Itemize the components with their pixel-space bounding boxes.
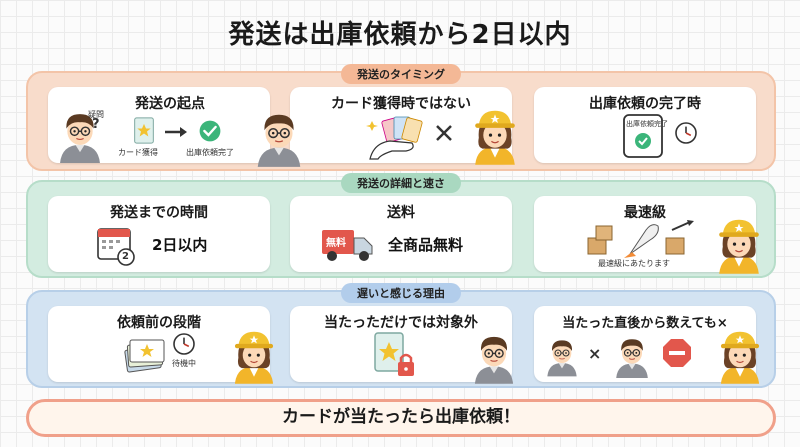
card-title: 出庫依頼の完了時	[589, 96, 701, 112]
card-title: 依頼前の段階	[117, 315, 201, 331]
question-mark: ?	[92, 117, 100, 132]
fastest-caption: 最速級にあたります	[598, 259, 670, 268]
guide-girl-icon	[714, 328, 766, 384]
stop-sign-icon	[663, 339, 691, 367]
guide-girl-icon	[468, 107, 522, 165]
clock-icon	[172, 332, 196, 356]
card-winning-not-eligible: 当たっただけでは対象外	[290, 306, 512, 382]
section-slow-reasons: 遅いと感じる理由 依頼前の段階 待機中 当たっただけでは対象外 当たった直後から…	[26, 283, 776, 388]
calendar-icon	[97, 228, 135, 266]
locked-card-icon	[374, 332, 414, 376]
celebrating-boy-icon	[610, 332, 654, 378]
card-shipping-fee: 送料 無料 全商品無料	[290, 196, 512, 272]
card-title: 当たっただけでは対象外	[324, 315, 478, 331]
section-shipping-details: 発送の詳細と速さ 発送までの時間 2 2日以内 送料 無料 全商品無料 最速級	[26, 173, 776, 278]
card-title: 発送の起点	[135, 96, 205, 112]
card-title: 送料	[387, 205, 415, 221]
card-not-at-acquisition: カード獲得時ではない	[290, 87, 512, 163]
card-title: 最速級	[624, 205, 666, 221]
waiting-caption: 待機中	[172, 359, 196, 368]
check-icon	[198, 119, 222, 143]
thinking-boy-icon	[250, 105, 308, 167]
truck-label: 無料	[326, 238, 346, 249]
section-label: 発送のタイミング	[341, 64, 461, 84]
rocket-boxes-icon	[587, 220, 694, 258]
section-shipping-timing: 発送のタイミング 発送の起点 疑問 ? カード獲得 出庫依頼完了 カード獲得時で…	[26, 64, 776, 171]
card-time-to-ship: 発送までの時間 2 2日以内	[48, 196, 270, 272]
guide-girl-icon	[228, 328, 280, 384]
question-label: 疑問	[88, 110, 104, 119]
delivery-truck-icon	[322, 230, 373, 261]
card-title: 発送までの時間	[110, 205, 208, 221]
card-title: カード獲得時ではない	[331, 96, 471, 112]
cross-mark: ×	[588, 344, 602, 363]
card-stack-icon	[124, 339, 165, 373]
bottom-banner: カードが当たったら出庫依頼！	[26, 399, 776, 437]
time-value: 2日以内	[152, 236, 208, 254]
card-title: 当たった直後から数えても×	[562, 316, 728, 331]
section-label: 発送の詳細と速さ	[341, 173, 461, 193]
section-label: 遅いと感じる理由	[341, 283, 461, 303]
clock-icon	[674, 121, 698, 145]
card-counting-from-win: 当たった直後から数えても× ×	[534, 306, 756, 382]
card-fastest-class: 最速級 最速級にあたります	[534, 196, 756, 272]
step-card-acquired: カード獲得	[118, 148, 158, 157]
card-shipping-origin: 発送の起点 疑問 ? カード獲得 出庫依頼完了	[48, 87, 270, 163]
phone-icon	[623, 114, 663, 158]
arrow-right-icon	[165, 127, 187, 137]
page-title: 発送は出庫依頼から2日以内	[228, 20, 572, 50]
hand-holding-cards-icon	[366, 116, 423, 160]
calendar-number: 2	[122, 251, 129, 262]
trading-card-icon	[134, 117, 154, 144]
boy-icon	[542, 332, 582, 378]
step-request-complete: 出庫依頼完了	[186, 148, 234, 157]
guide-girl-icon	[712, 216, 766, 274]
card-request-complete: 出庫依頼の完了時 出庫依頼完了	[534, 87, 756, 163]
cross-icon	[436, 125, 452, 141]
phone-label: 出庫依頼完了	[626, 120, 668, 128]
fee-value: 全商品無料	[388, 236, 464, 254]
card-before-request: 依頼前の段階 待機中	[48, 306, 270, 382]
guide-boy-icon	[468, 328, 520, 384]
